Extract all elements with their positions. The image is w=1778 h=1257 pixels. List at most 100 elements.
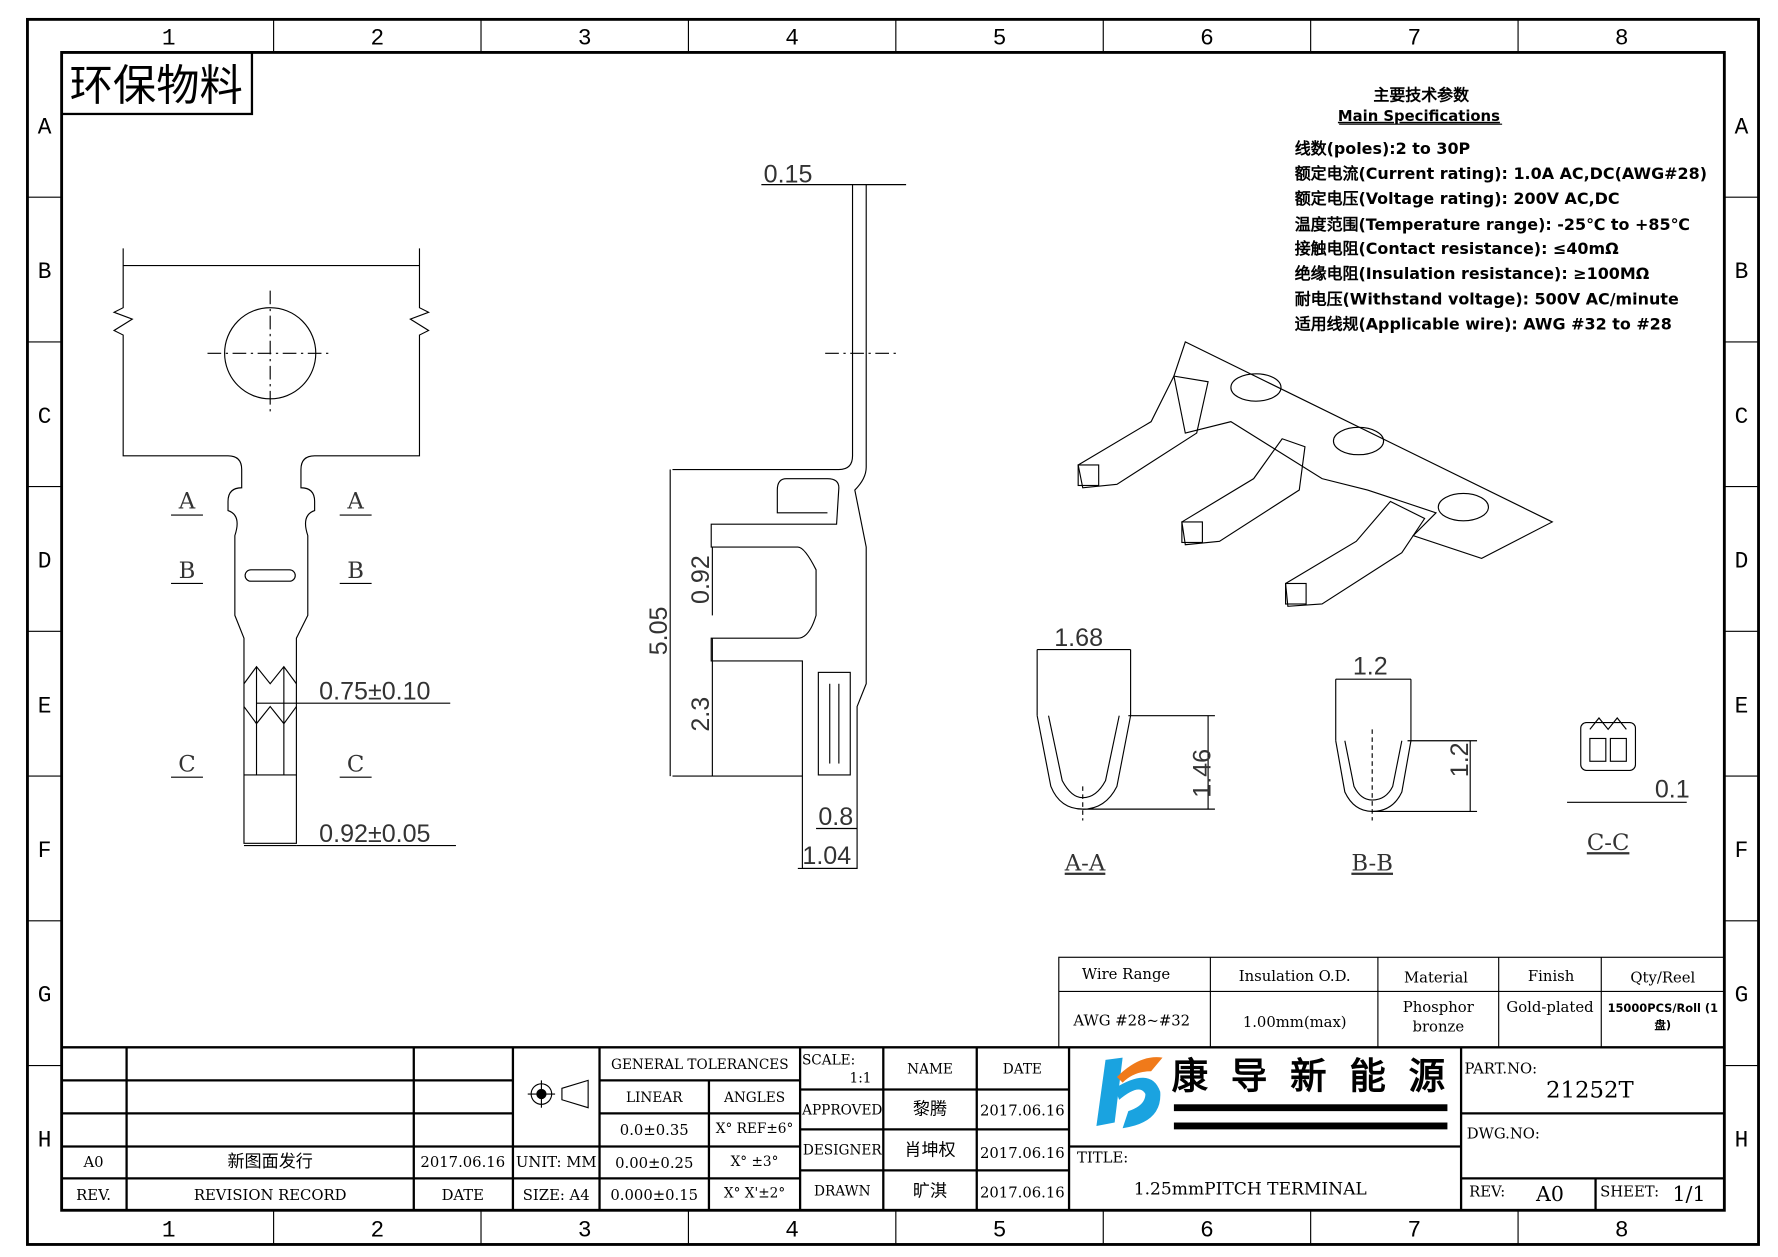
section-label-cc: C-C (1587, 830, 1630, 856)
spec-header: Finish (1528, 968, 1575, 985)
dim-foot-b: 1.04 (802, 842, 851, 870)
rev-label: REV: (1469, 1184, 1505, 1201)
col-label: 7 (1408, 1217, 1422, 1243)
size: SIZE: A4 (523, 1187, 590, 1204)
row-label: A (1735, 114, 1749, 140)
row-label: D (38, 549, 52, 575)
part-no: 21252T (1546, 1077, 1634, 1103)
spec-value: 1.00mm(max) (1243, 1014, 1347, 1031)
spec-line: 线数(poles):2 to 30P (1295, 139, 1471, 158)
tol-linear: 0.000±0.15 (610, 1187, 698, 1204)
eco-stamp: 环保物料 (70, 61, 243, 111)
col-label: 2 (370, 1217, 384, 1243)
spec-line: 额定电压(Voltage rating): 200V AC,DC (1295, 189, 1620, 208)
section-mark-c: C (347, 752, 364, 778)
projection-symbol-icon (527, 1079, 589, 1109)
col-label: 6 (1200, 25, 1214, 51)
spec-line: 适用线规(Applicable wire): AWG #32 to #28 (1295, 314, 1672, 333)
drawing-title: 1.25mmPITCH TERMINAL (1134, 1179, 1367, 1199)
col-label: 5 (993, 25, 1007, 51)
tol-linear: 0.0±0.35 (620, 1122, 689, 1139)
dim-thickness: 0.15 (764, 160, 813, 188)
section-mark-c: C (178, 752, 195, 778)
dim-lower: 2.3 (687, 697, 715, 732)
signoff-role: DESIGNER (803, 1142, 882, 1158)
dim-bb-height: 1.2 (1446, 742, 1474, 777)
dim-aa-height: 1.46 (1188, 749, 1216, 798)
spec-line: 耐电压(Withstand voltage): 500V AC/minute (1295, 289, 1679, 308)
date-header: DATE (1003, 1062, 1042, 1078)
linear-header: LINEAR (626, 1090, 683, 1106)
section-mark-b: B (347, 558, 364, 584)
company-logo: 康导新能源 (1096, 1054, 1448, 1130)
spec-line: 接触电阻(Contact resistance): ≤40mΩ (1295, 239, 1619, 258)
spec-value: 15000PCS/Roll (1盘) (1607, 1002, 1719, 1033)
row-label: C (38, 404, 52, 430)
row-label: F (1735, 838, 1749, 864)
row-label: C (1735, 404, 1749, 430)
col-label: 7 (1408, 25, 1422, 51)
zone-labels: 1 2 3 4 5 6 7 8 1 2 3 4 5 6 7 8 A B C D … (38, 25, 1749, 1243)
signoff-name: 旷淇 (913, 1182, 947, 1202)
section-mark-a: A (346, 488, 364, 514)
spec-header: Qty/Reel (1630, 969, 1695, 986)
section-label-bb: B-B (1351, 851, 1393, 877)
eco-stamp-box (60, 51, 254, 116)
section-cc (1567, 717, 1687, 803)
col-label: 3 (578, 25, 592, 51)
row-label: G (38, 983, 52, 1009)
col-label: 8 (1615, 25, 1629, 51)
spec-line: 绝缘电阻(Insulation resistance): ≥100MΩ (1295, 264, 1650, 283)
col-label: 3 (578, 1217, 592, 1243)
row-label: E (1735, 693, 1749, 719)
title-label: TITLE: (1077, 1149, 1128, 1166)
section-mark-a: A (178, 488, 196, 514)
sheet-label: SHEET: (1600, 1184, 1659, 1201)
row-label: A (38, 114, 52, 140)
row-label: G (1735, 983, 1749, 1009)
col-label: 2 (370, 25, 384, 51)
front-view (112, 248, 456, 847)
part-no-label: PART.NO: (1465, 1061, 1538, 1078)
revision-date: 2017.06.16 (420, 1154, 505, 1171)
spec-header: Wire Range (1082, 966, 1171, 983)
rev-header: REV. (76, 1187, 111, 1204)
revision-rev: A0 (82, 1154, 103, 1171)
col-label: 8 (1615, 1217, 1629, 1243)
col-label: 1 (162, 25, 176, 51)
specs-title-en: Main Specifications (1338, 108, 1500, 125)
row-label: F (38, 838, 52, 864)
col-label: 4 (785, 1217, 799, 1243)
main-specifications: 主要技术参数 Main Specifications 线数(poles):2 t… (1294, 85, 1707, 333)
signoff-role: APPROVED (801, 1103, 882, 1119)
name-header: NAME (907, 1062, 953, 1078)
zone-grid (27, 19, 1759, 1245)
spec-value: Gold-plated (1506, 999, 1594, 1017)
row-label: E (38, 693, 52, 719)
tol-angles: X° ±3° (731, 1154, 779, 1170)
dim-foot-a: 0.8 (818, 803, 853, 831)
section-label-aa: A-A (1064, 851, 1106, 877)
spec-value: AWG #28~#32 (1072, 1013, 1190, 1030)
signoff-date: 2017.06.16 (980, 1145, 1065, 1162)
row-label: B (38, 259, 52, 285)
rev-value: A0 (1535, 1182, 1564, 1206)
tol-angles: X° X'±2° (724, 1186, 785, 1202)
col-label: 5 (993, 1217, 1007, 1243)
section-bb (1335, 678, 1478, 821)
row-label: D (1735, 549, 1749, 575)
dim-bb-width: 1.2 (1353, 653, 1388, 681)
specs-title-cn: 主要技术参数 (1373, 85, 1469, 104)
col-label: 6 (1200, 1217, 1214, 1243)
angles-header: ANGLES (723, 1090, 785, 1106)
col-label: 4 (785, 25, 799, 51)
dwg-no-label: DWG.NO: (1467, 1125, 1540, 1142)
signoff-date: 2017.06.16 (980, 1103, 1065, 1120)
date-header: DATE (442, 1187, 484, 1204)
spec-header: Insulation O.D. (1239, 968, 1351, 985)
signoff-name: 黎腾 (913, 1100, 947, 1120)
sheet-value: 1/1 (1673, 1182, 1706, 1206)
signoff-date: 2017.06.16 (980, 1185, 1065, 1202)
signoff-role: DRAWN (814, 1183, 871, 1199)
